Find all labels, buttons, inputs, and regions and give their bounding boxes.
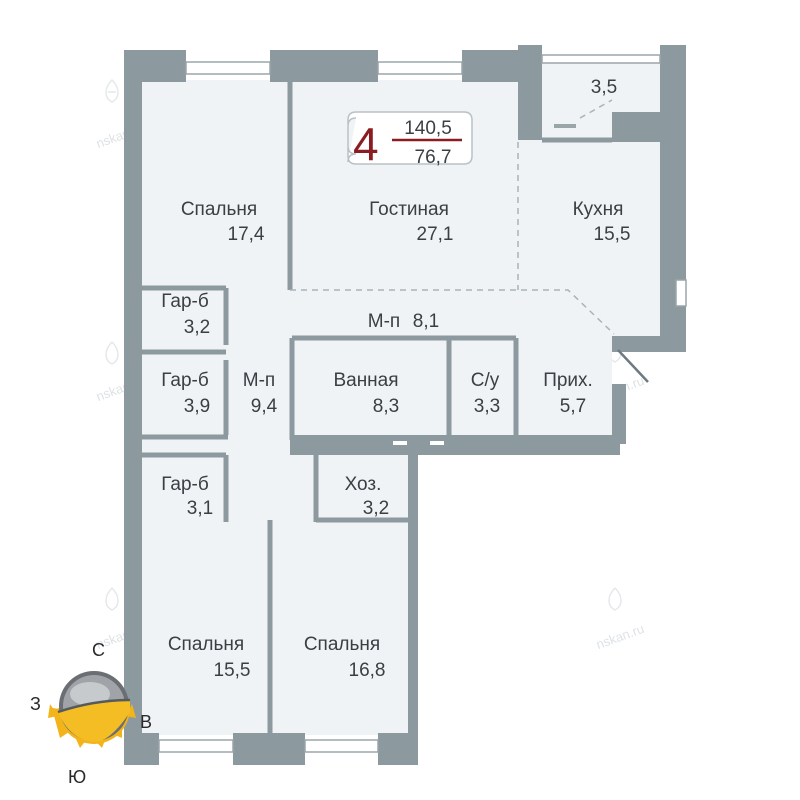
hall-name: Прих.: [543, 370, 593, 391]
corridor-1-name: М-п: [368, 311, 400, 332]
compass: С З В Ю: [30, 640, 152, 787]
living-area: 76,7: [415, 147, 452, 168]
compass-east: В: [140, 712, 152, 732]
storage-name: Хоз.: [345, 474, 382, 495]
badge-frame: [347, 111, 473, 165]
balcony-area: 3,5: [591, 77, 617, 98]
interior-walls: [142, 82, 612, 735]
bedroom-2-area: 15,5: [214, 660, 251, 681]
threshold-mark: [554, 124, 576, 128]
zone-boundaries: [290, 99, 615, 335]
vent-mark: [430, 441, 444, 445]
wardrobe-1-area: 3,2: [184, 317, 210, 338]
rooms-count: 4: [353, 118, 379, 170]
vent-mark: [393, 441, 407, 445]
globe-icon: [57, 671, 131, 742]
bathroom-area: 8,3: [373, 396, 399, 417]
living-name: Гостиная: [369, 199, 449, 220]
storage-area: 3,2: [363, 498, 389, 519]
watermark-text: nskan.ru: [594, 621, 646, 652]
outer-walls: [124, 45, 686, 765]
wardrobe-2-name: Гар-б: [161, 370, 209, 391]
apartment-badge: 4 140,5 76,7: [347, 111, 473, 170]
wardrobe-3-name: Гар-б: [161, 474, 209, 495]
compass-north: С: [92, 640, 105, 660]
compass-south: Ю: [68, 767, 86, 787]
bedroom-3-name: Спальня: [304, 634, 380, 655]
entrance-door: [617, 349, 649, 383]
wardrobe-2-area: 3,9: [184, 396, 210, 417]
bedroom-1-area: 17,4: [228, 224, 265, 245]
total-area: 140,5: [404, 118, 452, 139]
wardrobe-3-area: 3,1: [187, 498, 213, 519]
wc-name: С/у: [471, 370, 500, 391]
kitchen-name: Кухня: [573, 199, 624, 220]
compass-west: З: [30, 694, 41, 714]
bedroom-3-area: 16,8: [349, 660, 386, 681]
bedroom-1-name: Спальня: [181, 199, 257, 220]
windows: [158, 54, 687, 753]
corridor-2-area: 9,4: [251, 396, 278, 417]
hall-area: 5,7: [560, 396, 586, 417]
corridor-1-area: 8,1: [413, 311, 439, 332]
corridor-2-name: М-п: [243, 370, 275, 391]
living-area-value: 27,1: [417, 224, 454, 245]
bathroom-name: Ванная: [333, 370, 398, 391]
kitchen-area: 15,5: [594, 224, 631, 245]
bedroom-2-name: Спальня: [168, 634, 244, 655]
room-labels: Спальня 17,4 Гостиная 27,1 Кухня 15,5 3,…: [161, 77, 630, 681]
wardrobe-1-name: Гар-б: [161, 291, 209, 312]
wc-area: 3,3: [474, 396, 500, 417]
